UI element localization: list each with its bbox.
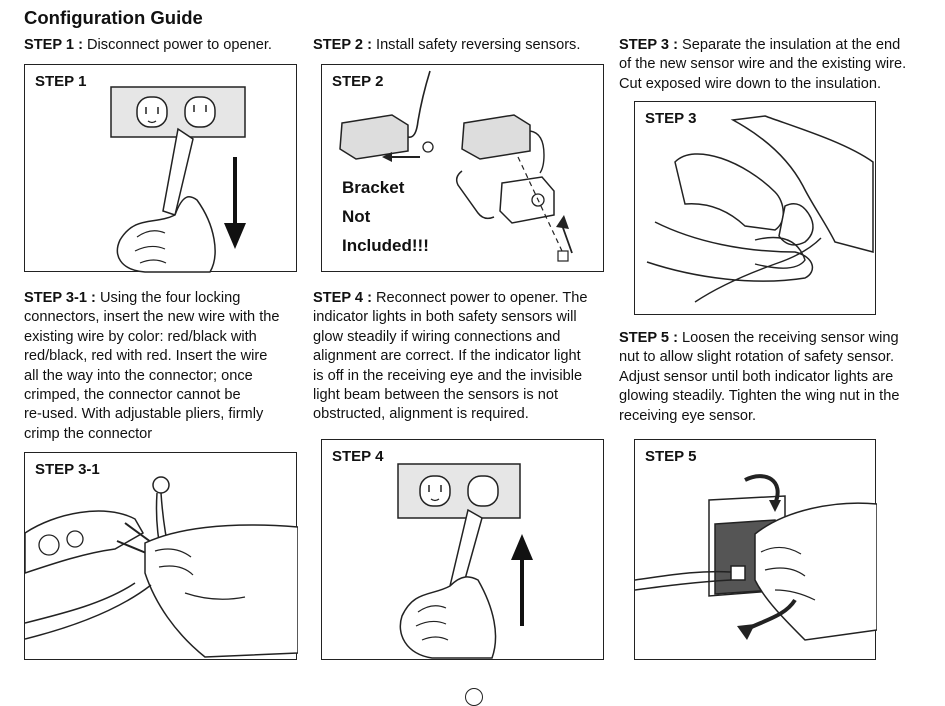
step4-illustration-panel: STEP 4 (321, 439, 604, 660)
step3-1-line3: existing wire by color: red/black with (24, 328, 257, 345)
step3-1-line2: connectors, insert the new wire with the (24, 309, 280, 326)
step4-panel-label: STEP 4 (332, 448, 384, 465)
step5-line3: Adjust sensor until both indicator light… (619, 368, 894, 385)
step3-heading: STEP 3 : (619, 37, 678, 53)
step4-instruction: STEP 4 : Reconnect power to opener. The … (313, 289, 613, 425)
step3-1-panel-label: STEP 3-1 (35, 461, 100, 478)
bracket-callout-line1: Bracket (342, 178, 405, 197)
step4-line3: glow steadily if wiring connections and (313, 328, 561, 345)
step4-heading: STEP 4 : (313, 290, 372, 306)
step5-heading: STEP 5 : (619, 330, 678, 346)
step2-heading: STEP 2 : (313, 37, 372, 53)
wire-strip-illustration (646, 115, 874, 303)
step3-text-line3: Cut exposed wire down to the insulation. (619, 75, 882, 92)
step3-panel-label: STEP 3 (645, 110, 697, 127)
step3-1-line8: crimp the connector (24, 425, 153, 442)
step5-line5: receiving eye sensor. (619, 407, 757, 424)
step5-panel-label: STEP 5 (645, 448, 697, 465)
step4-line5: is off in the receiving eye and the invi… (313, 367, 583, 384)
step1-instruction: STEP 1 : Disconnect power to opener. (24, 36, 272, 55)
step2-illustration-panel: STEP 2 Bracket Not Included!!! (321, 64, 604, 272)
step4-line6: light beam between the sensors is not (313, 387, 558, 404)
step1-panel-label: STEP 1 (35, 73, 87, 90)
step4-line7: obstructed, alignment is required. (313, 406, 529, 423)
sensor-adjust-illustration (635, 474, 877, 641)
step5-line2: nut to allow slight rotation of safety s… (619, 349, 895, 366)
bracket-callout-line2: Not (342, 207, 371, 226)
step2-text: Install safety reversing sensors. (376, 37, 581, 53)
page-number-marker (465, 688, 483, 706)
step3-illustration-panel: STEP 3 (634, 101, 876, 315)
step3-text-line1: Separate the insulation at the end (682, 37, 901, 53)
step4-line2: indicator lights in both safety sensors … (313, 309, 577, 326)
bracket-callout: Bracket Not Included!!! (342, 173, 429, 260)
step2-panel-label: STEP 2 (332, 73, 384, 90)
step5-line1: Loosen the receiving sensor wing (682, 330, 899, 346)
step4-line4: alignment are correct. If the indicator … (313, 348, 581, 365)
step4-line1: Reconnect power to opener. The (376, 290, 588, 306)
step1-heading: STEP 1 : (24, 37, 83, 53)
plug-in-illustration (397, 463, 533, 659)
step5-line4: glowing steadily. Tighten the wing nut i… (619, 388, 900, 405)
step3-text-line2: of the new sensor wire and the existing … (619, 56, 907, 73)
step3-1-line1: Using the four locking (99, 290, 241, 306)
step1-text: Disconnect power to opener. (87, 37, 272, 53)
unplug-illustration (110, 86, 246, 273)
step3-1-instruction: STEP 3-1 : Using the four locking connec… (24, 289, 304, 444)
step3-instruction: STEP 3 : Separate the insulation at the … (619, 36, 939, 94)
step3-1-heading: STEP 3-1 : (24, 290, 96, 306)
step2-instruction: STEP 2 : Install safety reversing sensor… (313, 36, 580, 55)
step1-illustration-panel: STEP 1 (24, 64, 297, 273)
step3-1-line6: crimped, the connector cannot be (24, 387, 241, 404)
step3-1-illustration-panel: STEP 3-1 (24, 452, 298, 660)
crimp-illustration (25, 476, 298, 658)
step5-instruction: STEP 5 : Loosen the receiving sensor win… (619, 329, 939, 426)
step3-1-line4: red/black, red with red. Insert the wire (24, 348, 268, 365)
step5-illustration-panel: STEP 5 (634, 439, 877, 660)
sensor-install-illustration (339, 70, 573, 262)
bracket-callout-line3: Included!!! (342, 236, 429, 255)
step3-1-line5: all the way into the connector; once (24, 367, 253, 384)
step3-1-line7: re-used. With adjustable pliers, firmly (24, 406, 264, 423)
page-title: Configuration Guide (24, 7, 203, 28)
